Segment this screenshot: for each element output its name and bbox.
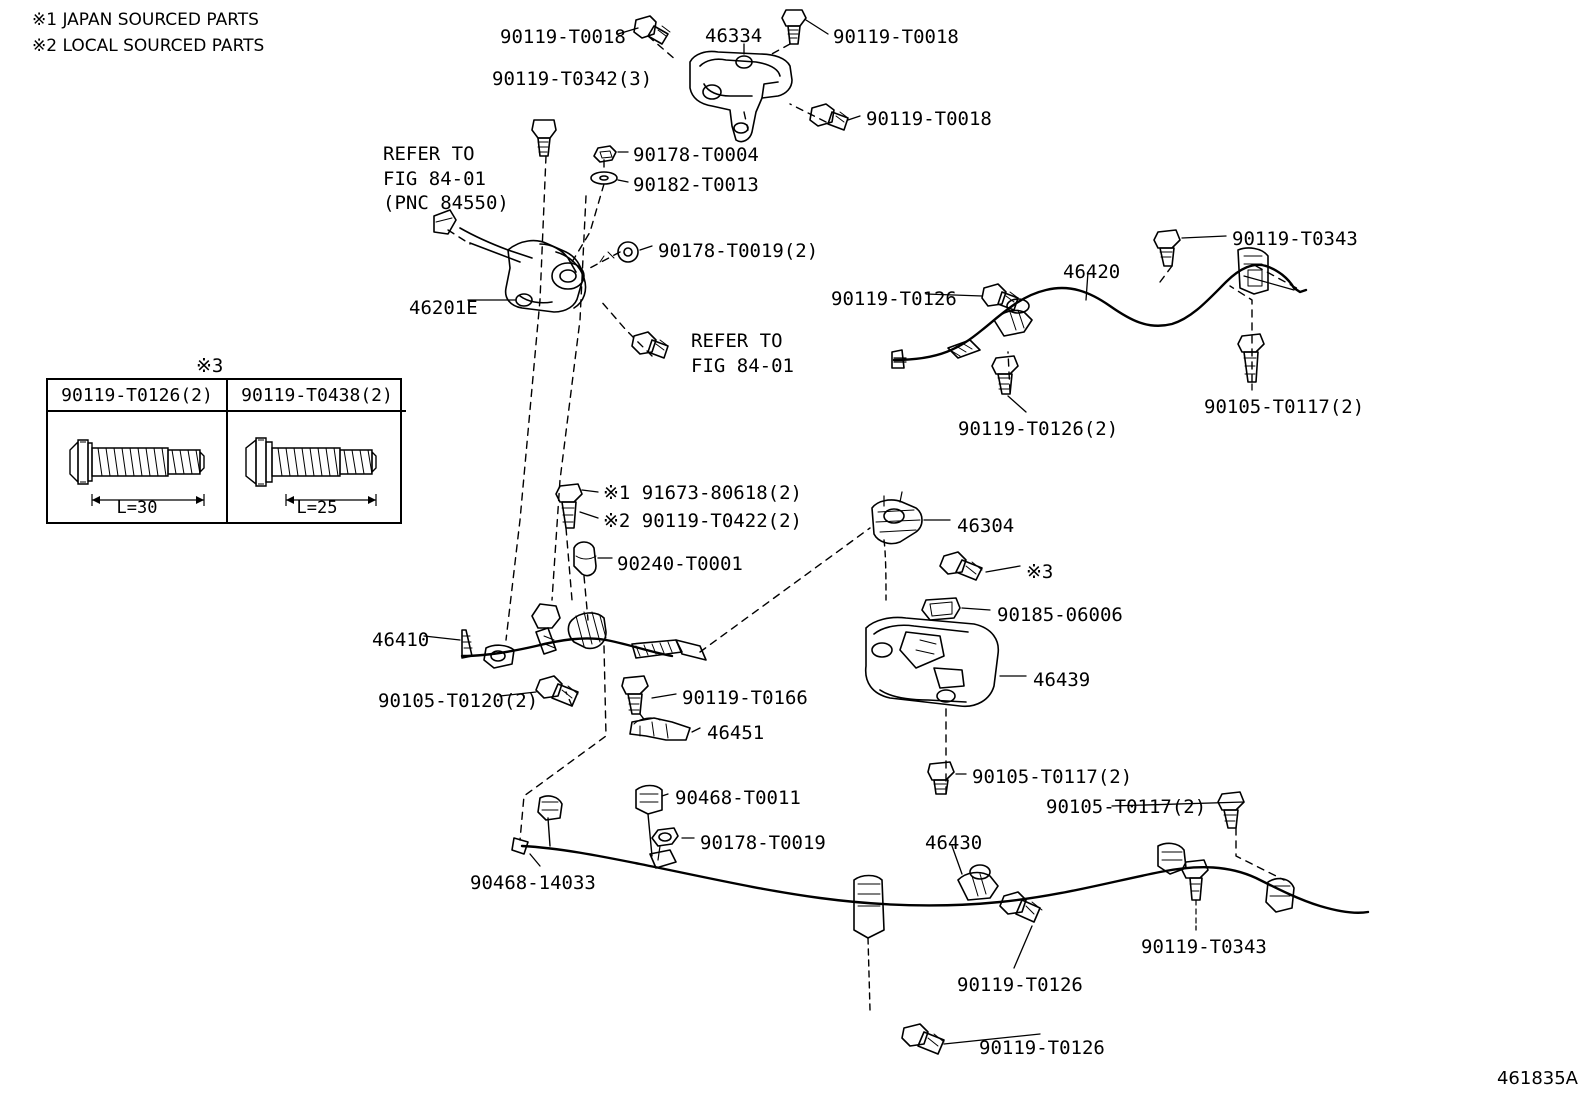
grommet-90240-t0001 xyxy=(573,541,597,577)
bolt-table-header-1: 90119-T0126(2) xyxy=(48,380,226,412)
part-46410-cable xyxy=(460,603,707,669)
part-46304-equalizer xyxy=(871,491,923,601)
refer-line-1: REFER TO xyxy=(383,143,475,165)
label-46439: 46439 xyxy=(1033,669,1091,691)
label-90105-t0120: 90105-T0120(2) xyxy=(378,690,539,712)
sourcing-notes: ※1 JAPAN SOURCED PARTS ※2 LOCAL SOURCED … xyxy=(32,8,264,59)
nut-90185-06006 xyxy=(921,597,961,621)
bolt-90119-t0126-low xyxy=(999,891,1043,923)
label-46420: 46420 xyxy=(1063,261,1121,283)
bolt-dim-l30: L=30 xyxy=(116,498,158,518)
label-90178-t0019-2: 90178-T0019(2) xyxy=(658,240,819,262)
leader-lines xyxy=(423,19,1253,1045)
bolt-table-mark: ※3 xyxy=(196,355,224,377)
refer-line-3: (PNC 84550) xyxy=(383,192,509,215)
label-46410: 46410 xyxy=(372,629,430,651)
diagram-code: 461835A xyxy=(1496,1068,1578,1089)
label-90119-t0126-left: 90119-T0126 xyxy=(831,288,957,310)
label-90119-t0126-low: 90119-T0126 xyxy=(957,974,1083,996)
label-90105-t0117-low: 90105-T0117(2) xyxy=(1046,796,1207,818)
bolt-table-body-2: L=25 xyxy=(228,412,406,524)
label-90119-t0018-left: 90119-T0018 xyxy=(500,26,626,48)
bolt-mark3-46304 xyxy=(939,551,983,581)
bolt-90119-t0018-top xyxy=(781,9,807,45)
bolt-90119-t0343-top xyxy=(1153,229,1181,267)
bolt-91673-80618 xyxy=(555,483,583,529)
bolt-dimension-table: 90119-T0126(2) xyxy=(46,378,406,524)
label-90119-t0343-top: 90119-T0343 xyxy=(1232,228,1358,250)
label-90119-t0018-right: 90119-T0018 xyxy=(866,108,992,130)
label-90468-14033: 90468-14033 xyxy=(470,872,596,894)
label-mark3-46304: ※3 xyxy=(1026,561,1054,583)
refer-to-fig8401-bottom: REFER TO FIG 84-01 xyxy=(691,329,794,378)
bolt-table-cell-1: 90119-T0126(2) xyxy=(48,380,226,522)
label-46451: 46451 xyxy=(707,722,765,744)
label-90178-t0004: 90178-T0004 xyxy=(633,144,759,166)
label-90119-t0126-2: 90119-T0126(2) xyxy=(958,418,1119,440)
label-90468-t0011: 90468-T0011 xyxy=(675,787,801,809)
bolt-90119-t0126-2 xyxy=(991,355,1019,395)
bolt-dim-l25: L=25 xyxy=(296,498,338,518)
refer-line-1: REFER TO xyxy=(691,330,783,352)
part-84550-connector xyxy=(433,209,457,235)
bolt-table-body-1: L=30 xyxy=(48,412,226,524)
note-local-sourced: ※2 LOCAL SOURCED PARTS xyxy=(32,35,265,56)
bolt-90119-t0126-bot xyxy=(901,1023,945,1055)
label-90105-t0117-right: 90105-T0117(2) xyxy=(1204,396,1365,418)
label-91673-80618: ※1 91673-80618(2) xyxy=(603,482,802,504)
bolt-90119-t0018-right xyxy=(809,103,849,131)
refer-to-fig8401-top: REFER TO FIG 84-01 (PNC 84550) xyxy=(383,142,509,216)
washer-90182-t0013 xyxy=(590,171,618,185)
label-90119-t0166: 90119-T0166 xyxy=(682,687,808,709)
bolt-90119-t0126-left xyxy=(981,283,1019,311)
part-46430-cable xyxy=(511,784,1370,1011)
bolt-90105-t0117-low xyxy=(1217,791,1245,829)
part-46334-bracket xyxy=(689,50,793,143)
label-46304: 46304 xyxy=(957,515,1015,537)
part-46420-cable xyxy=(891,247,1308,369)
bolt-drawing-l25-icon xyxy=(245,437,377,506)
bolt-refer-fig8401-bottom xyxy=(631,331,669,359)
bolt-drawing-l30-icon xyxy=(69,439,205,506)
assembly-dashed-lines xyxy=(447,35,1301,881)
label-46334: 46334 xyxy=(705,25,763,47)
bolt-90119-t0342 xyxy=(531,119,557,157)
bolt-90119-t0166 xyxy=(621,675,649,715)
bolt-90105-t0117-mid xyxy=(927,761,955,795)
bolt-90105-t0117-right xyxy=(1237,333,1265,383)
label-90119-t0343-low: 90119-T0343 xyxy=(1141,936,1267,958)
label-90119-t0342: 90119-T0342(3) xyxy=(492,68,653,90)
bolt-90119-t0343-low xyxy=(1181,859,1209,927)
label-90240-t0001: 90240-T0001 xyxy=(617,553,743,575)
label-90119-t0126-bot: 90119-T0126 xyxy=(979,1037,1105,1059)
part-46451-clip xyxy=(629,717,691,741)
label-90182-t0013: 90182-T0013 xyxy=(633,174,759,196)
label-90178-t0019: 90178-T0019 xyxy=(700,832,826,854)
bolt-90105-t0120 xyxy=(535,675,579,707)
label-90105-t0117-mid: 90105-T0117(2) xyxy=(972,766,1133,788)
refer-line-2: FIG 84-01 xyxy=(691,354,794,377)
part-46439-cover xyxy=(864,616,1000,708)
label-46201e: 46201E xyxy=(409,297,478,319)
bolt-90119-t0018-left xyxy=(633,15,671,45)
label-90185-06006: 90185-06006 xyxy=(997,604,1123,626)
bolt-table-cell-2: 90119-T0438(2) xyxy=(226,380,406,522)
note-japan-sourced: ※1 JAPAN SOURCED PARTS xyxy=(32,10,259,30)
bolt-table-header-2: 90119-T0438(2) xyxy=(228,380,406,412)
label-90119-t0018-top: 90119-T0018 xyxy=(833,26,959,48)
label-90119-t0422: ※2 90119-T0422(2) xyxy=(603,510,802,532)
nut-90178-t0004 xyxy=(593,145,617,163)
label-46430: 46430 xyxy=(925,832,983,854)
refer-line-2: FIG 84-01 xyxy=(383,167,486,190)
